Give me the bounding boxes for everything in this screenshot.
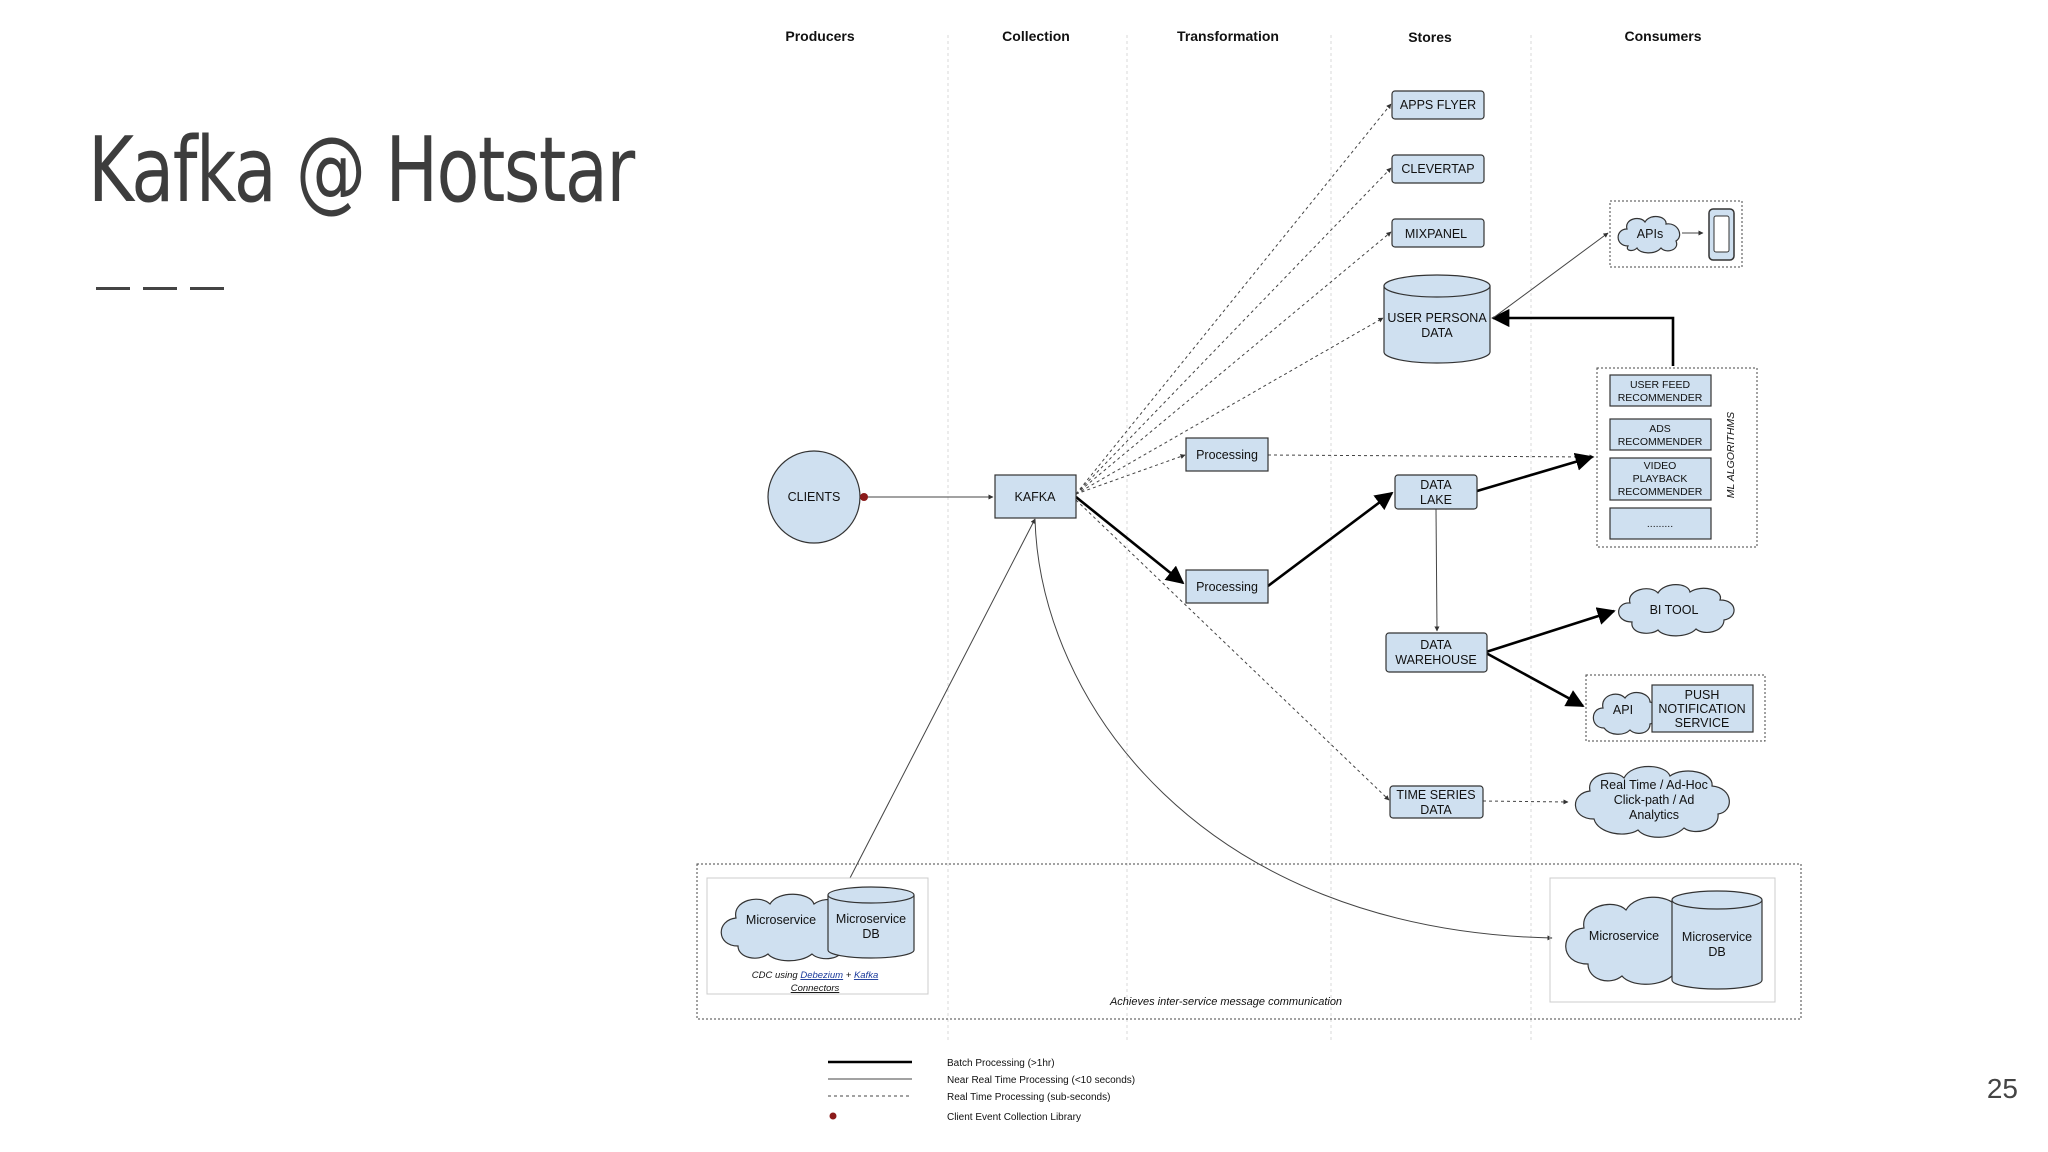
svg-text:Real Time / Ad-Hoc: Real Time / Ad-Hoc xyxy=(1600,778,1708,792)
svg-text:ML ALGORITHMS: ML ALGORITHMS xyxy=(1725,412,1737,498)
push-notification-group xyxy=(1585,674,1766,742)
svg-text:APIs: APIs xyxy=(1637,227,1663,241)
svg-text:CLEVERTAP: CLEVERTAP xyxy=(1401,162,1474,176)
svg-text:MIXPANEL: MIXPANEL xyxy=(1405,227,1467,241)
legend: Batch Processing (>1hr) Near Real Time P… xyxy=(828,1058,1135,1123)
svg-text:TIME SERIES: TIME SERIES xyxy=(1396,788,1475,802)
user-persona-data-node: USER PERSONA DATA xyxy=(1383,274,1491,364)
svg-text:.........: ......... xyxy=(1647,518,1673,530)
data-lake-node: DATA LAKE xyxy=(1394,474,1478,510)
svg-text:DB: DB xyxy=(862,927,879,941)
client-event-library-dot xyxy=(860,493,868,501)
svg-text:BI TOOL: BI TOOL xyxy=(1650,603,1699,617)
svg-text:DATA: DATA xyxy=(1421,326,1453,340)
lane-header-transformation: Transformation xyxy=(1177,28,1279,44)
svg-text:PLAYBACK: PLAYBACK xyxy=(1633,473,1688,485)
processing-realtime-node: Processing xyxy=(1185,437,1269,472)
svg-text:APPS FLYER: APPS FLYER xyxy=(1400,98,1476,112)
mixpanel-node: MIXPANEL xyxy=(1391,218,1485,248)
svg-text:KAFKA: KAFKA xyxy=(1015,490,1057,504)
microservice-db-right: Microservice DB xyxy=(1671,890,1763,990)
microservice-left-cloud: Microservice xyxy=(720,893,858,962)
bi-tool-cloud: BI TOOL xyxy=(1618,584,1735,637)
push-notification-service: PUSH NOTIFICATION SERVICE xyxy=(1651,684,1754,733)
clients-node: CLIENTS xyxy=(767,450,861,544)
inter-service-note: Achieves inter-service message communica… xyxy=(1109,996,1342,1008)
processing-batch-node: Processing xyxy=(1185,569,1269,604)
legend-client-library: Client Event Collection Library xyxy=(947,1112,1081,1123)
svg-text:PUSH: PUSH xyxy=(1685,688,1720,702)
inter-service-group xyxy=(696,863,1802,1020)
apis-group xyxy=(1609,200,1743,268)
left-microservice-frame xyxy=(706,877,929,995)
legend-real-time: Real Time Processing (sub-seconds) xyxy=(947,1092,1110,1103)
svg-text:DATA: DATA xyxy=(1420,478,1452,492)
svg-text:RECOMMENDER: RECOMMENDER xyxy=(1618,436,1703,448)
legend-near-real-time: Near Real Time Processing (<10 seconds) xyxy=(947,1075,1135,1086)
page-number: 25 xyxy=(1986,1073,2018,1104)
svg-text:Connectors: Connectors xyxy=(791,983,840,994)
svg-text:SERVICE: SERVICE xyxy=(1675,716,1730,730)
svg-text:Analytics: Analytics xyxy=(1629,808,1679,822)
svg-text:NOTIFICATION: NOTIFICATION xyxy=(1658,702,1745,716)
svg-text:WAREHOUSE: WAREHOUSE xyxy=(1395,653,1477,667)
svg-text:RECOMMENDER: RECOMMENDER xyxy=(1618,486,1703,498)
mobile-phone-icon xyxy=(1708,208,1735,261)
svg-text:API: API xyxy=(1613,703,1633,717)
svg-text:DATA: DATA xyxy=(1420,803,1452,817)
svg-text:VIDEO: VIDEO xyxy=(1644,460,1677,472)
lane-header-consumers: Consumers xyxy=(1624,28,1701,44)
svg-text:Microservice: Microservice xyxy=(1682,930,1752,944)
lane-dividers xyxy=(947,35,1532,1040)
svg-text:RECOMMENDER: RECOMMENDER xyxy=(1618,392,1703,404)
more-algorithms-box: ......... xyxy=(1609,507,1712,540)
svg-text:DATA: DATA xyxy=(1420,638,1452,652)
ads-recommender: ADS RECOMMENDER xyxy=(1609,418,1712,451)
api-cloud: API xyxy=(1592,691,1659,735)
kafka-node: KAFKA xyxy=(994,474,1077,519)
time-series-data-node: TIME SERIES DATA xyxy=(1389,785,1484,819)
data-warehouse-node: DATA WAREHOUSE xyxy=(1385,632,1488,673)
svg-text:USER FEED: USER FEED xyxy=(1630,379,1691,391)
lane-headers: Producers Collection Transformation Stor… xyxy=(785,28,1701,45)
svg-text:Microservice: Microservice xyxy=(1589,929,1659,943)
apps-flyer-node: APPS FLYER xyxy=(1391,90,1485,120)
slide-title: Kafka @ Hotstar xyxy=(88,118,635,223)
microservice-db-left: Microservice DB xyxy=(827,886,915,959)
ml-algorithms-group: ML ALGORITHMS xyxy=(1596,367,1758,548)
svg-text:Processing: Processing xyxy=(1196,448,1258,462)
cdc-note: CDC using Debezium + Kafka Connectors xyxy=(752,970,878,994)
clevertap-node: CLEVERTAP xyxy=(1391,154,1485,184)
svg-text:USER PERSONA: USER PERSONA xyxy=(1387,311,1487,325)
lane-header-producers: Producers xyxy=(785,28,854,44)
svg-text:Processing: Processing xyxy=(1196,580,1258,594)
svg-text:LAKE: LAKE xyxy=(1420,493,1452,507)
svg-text:Click-path / Ad: Click-path / Ad xyxy=(1614,793,1695,807)
connectors xyxy=(849,103,1704,941)
video-playback-recommender: VIDEO PLAYBACK RECOMMENDER xyxy=(1609,457,1712,501)
svg-text:Microservice: Microservice xyxy=(746,913,816,927)
right-microservice-frame xyxy=(1549,877,1776,1003)
svg-text:Microservice: Microservice xyxy=(836,912,906,926)
lane-header-stores: Stores xyxy=(1408,29,1452,45)
analytics-cloud: Real Time / Ad-Hoc Click-path / Ad Analy… xyxy=(1574,766,1730,838)
svg-text:DB: DB xyxy=(1708,945,1725,959)
apis-cloud: APIs xyxy=(1617,215,1681,254)
lane-header-collection: Collection xyxy=(1002,28,1070,44)
svg-text:CLIENTS: CLIENTS xyxy=(788,490,841,504)
legend-batch: Batch Processing (>1hr) xyxy=(947,1058,1055,1069)
svg-text:CDC using Debezium + Kafka: CDC using Debezium + Kafka xyxy=(752,970,878,981)
user-feed-recommender: USER FEED RECOMMENDER xyxy=(1609,374,1712,407)
svg-text:ADS: ADS xyxy=(1649,423,1671,435)
